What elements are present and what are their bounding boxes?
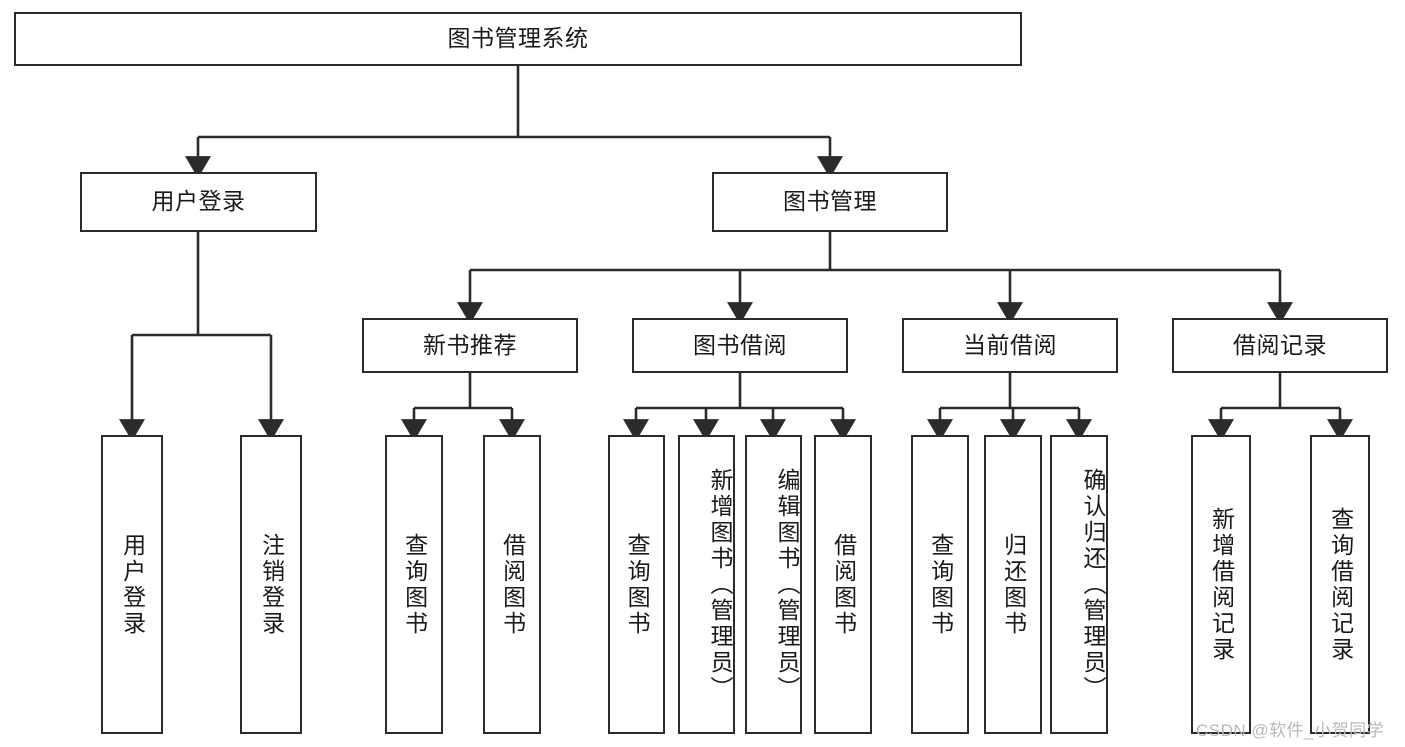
node-leaf-confirm-return-admin-label: 确认归还（管理员） [1080,467,1106,702]
node-leaf-add-book-admin-label: 新增图书（管理员） [707,467,733,702]
node-leaf-return-book-label: 归还图书 [1000,532,1027,637]
node-user-login-label: 用户登录 [151,188,246,215]
node-book-manage-label: 图书管理 [783,188,877,215]
node-root[interactable]: 图书管理系统 [14,12,1022,66]
node-leaf-borrow-book-2[interactable]: 借阅图书 [814,435,872,734]
node-leaf-user-logout[interactable]: 注销登录 [240,435,302,734]
node-book-manage[interactable]: 图书管理 [712,172,948,232]
node-leaf-query-book-2-label: 查询图书 [624,532,651,637]
node-borrow-record-label: 借阅记录 [1233,331,1327,358]
node-leaf-query-borrow-record-label: 查询借阅记录 [1327,506,1354,663]
node-leaf-confirm-return-admin[interactable]: 确认归还（管理员） [1050,435,1108,734]
node-leaf-query-book-3-label: 查询图书 [927,532,954,637]
node-leaf-borrow-book-1-label: 借阅图书 [499,532,526,637]
node-leaf-query-borrow-record[interactable]: 查询借阅记录 [1310,435,1370,734]
node-book-borrow-label: 图书借阅 [693,331,787,358]
node-leaf-return-book[interactable]: 归还图书 [984,435,1042,734]
node-leaf-query-book-1-label: 查询图书 [401,532,428,637]
node-new-book-recommend-label: 新书推荐 [423,331,517,358]
node-leaf-query-book-2[interactable]: 查询图书 [608,435,665,734]
node-leaf-user-logout-label: 注销登录 [258,532,285,637]
node-leaf-borrow-book-2-label: 借阅图书 [830,532,857,637]
node-leaf-user-login-label: 用户登录 [119,532,146,637]
node-leaf-edit-book-admin-label: 编辑图书（管理员） [774,467,800,702]
node-book-borrow[interactable]: 图书借阅 [632,318,848,373]
node-borrow-record[interactable]: 借阅记录 [1172,318,1388,373]
node-leaf-add-borrow-record-label: 新增借阅记录 [1208,506,1235,663]
node-current-borrow-label: 当前借阅 [963,331,1057,358]
node-root-label: 图书管理系统 [447,25,589,52]
node-user-login[interactable]: 用户登录 [80,172,317,232]
node-leaf-query-book-3[interactable]: 查询图书 [911,435,969,734]
node-leaf-user-login[interactable]: 用户登录 [101,435,163,734]
node-leaf-add-borrow-record[interactable]: 新增借阅记录 [1191,435,1251,734]
node-leaf-borrow-book-1[interactable]: 借阅图书 [483,435,541,734]
node-current-borrow[interactable]: 当前借阅 [902,318,1118,373]
csdn-watermark: CSDN @软件_小贺同学 [1196,721,1385,740]
node-new-book-recommend[interactable]: 新书推荐 [362,318,578,373]
node-leaf-add-book-admin[interactable]: 新增图书（管理员） [678,435,735,734]
node-leaf-edit-book-admin[interactable]: 编辑图书（管理员） [745,435,802,734]
node-leaf-query-book-1[interactable]: 查询图书 [385,435,443,734]
